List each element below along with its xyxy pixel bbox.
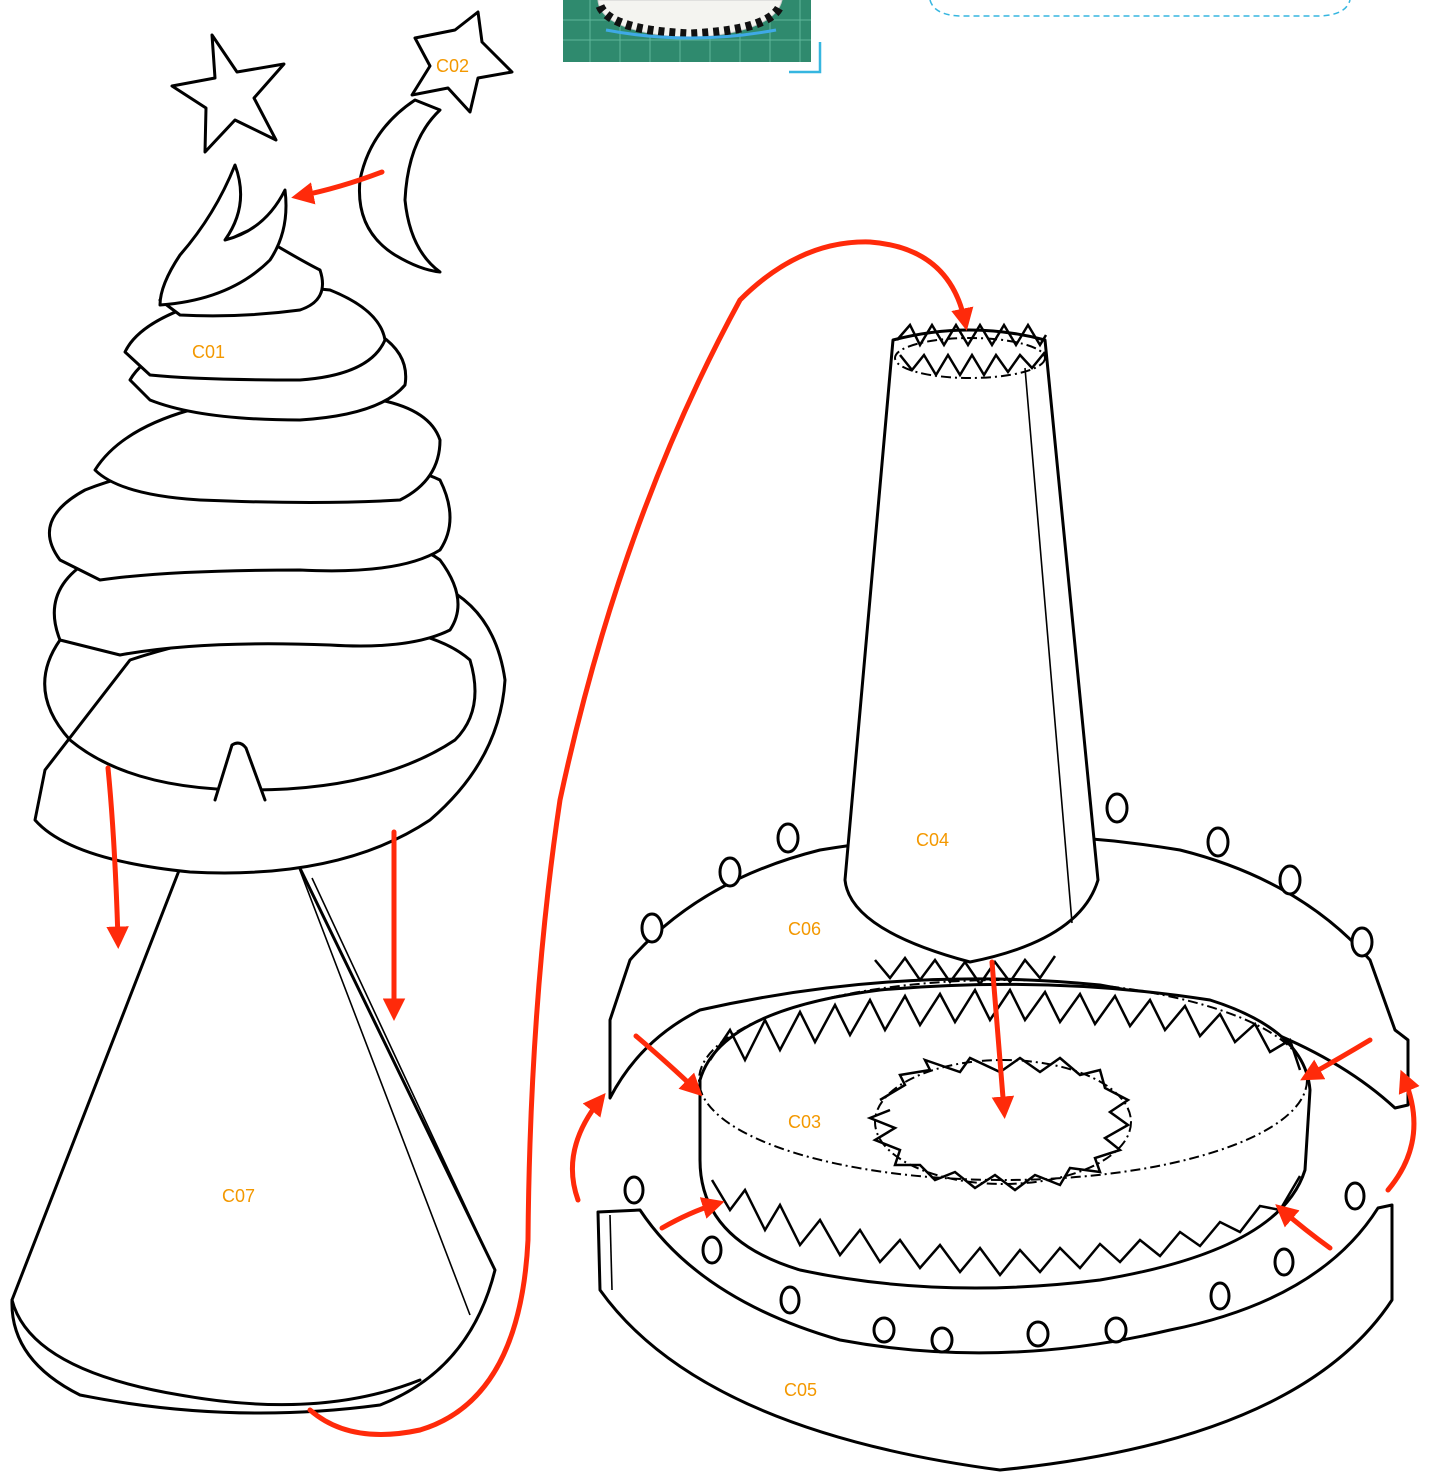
dancing-figure-icon [623, 1175, 1366, 1354]
assembly-arrows [105, 169, 1420, 1437]
note-frame [929, 0, 1351, 17]
part-c07-cone [10, 858, 497, 1415]
part-c04-column: C04 [843, 322, 1100, 987]
crescent-moon-icon [357, 98, 442, 274]
label-c02: C02 [436, 56, 469, 76]
part-c03-base: C03 [698, 979, 1312, 1290]
dancing-figure-icon [640, 792, 1374, 958]
part-c05-band: C05 [596, 1175, 1394, 1472]
label-c06: C06 [788, 919, 821, 939]
label-c03: C03 [788, 1112, 821, 1132]
label-c01: C01 [192, 342, 225, 362]
label-c07: C07 [222, 1186, 255, 1206]
label-c05: C05 [784, 1380, 817, 1400]
star-icon [410, 10, 514, 114]
part-c06-band: C06 [608, 792, 1410, 1110]
reference-photo [563, 0, 822, 74]
star-icon [170, 33, 286, 154]
part-c01-spiral-tree: C01 [33, 33, 507, 875]
crescent-moon-icon [158, 163, 288, 307]
part-c02-star-moon: C02 [357, 10, 514, 274]
label-c04: C04 [916, 830, 949, 850]
